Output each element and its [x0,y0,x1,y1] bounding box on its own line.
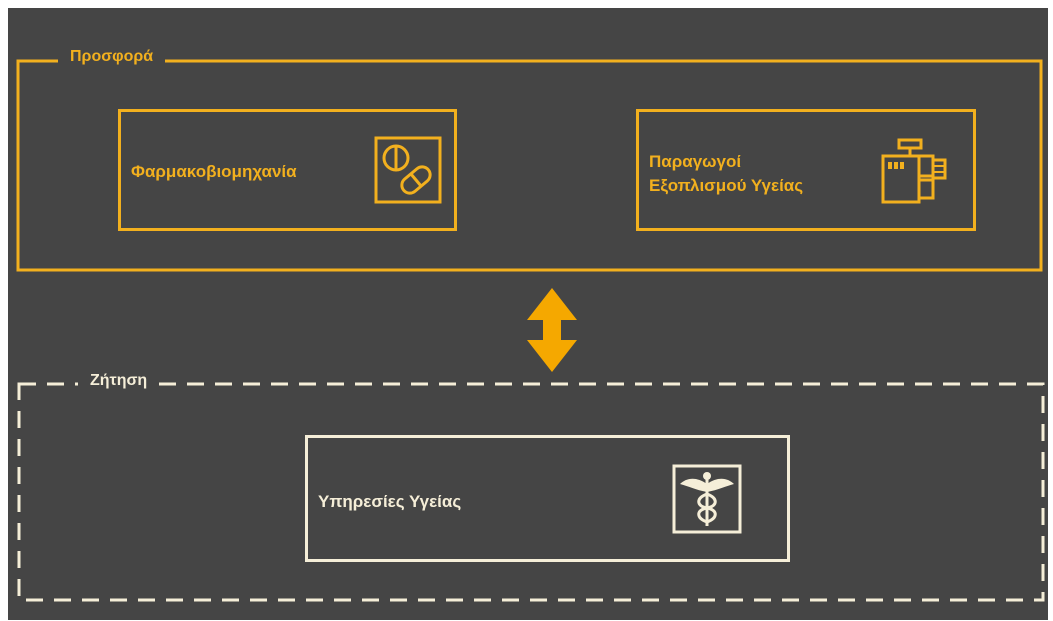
caduceus-icon [672,464,742,534]
pharma-industry-box: Φαρμακοβιομηχανία [118,109,457,231]
pills-icon [374,136,442,204]
demand-group-title: Ζήτηση [78,372,160,390]
diagram-canvas: Προσφορά Φαρμακοβιομηχανία Παραγωγοί Εξο… [8,8,1048,620]
equipment-manufacturers-label-line1: Παραγωγοί [649,152,742,171]
supply-group-title: Προσφορά [58,48,166,66]
diagram-frames [16,59,1045,602]
demand-group-frame [17,382,1045,602]
pharma-industry-label: Φαρμακοβιομηχανία [131,162,297,181]
equipment-manufacturers-box: Παραγωγοί Εξοπλισμού Υγείας [636,109,976,231]
health-services-label: Υπηρεσίες Υγείας [318,492,462,511]
equipment-manufacturers-label-line2: Εξοπλισμού Υγείας [649,176,804,195]
double-arrow-icon [527,288,577,372]
supply-group-frame [16,59,1043,272]
health-services-box: Υπηρεσίες Υγείας [305,435,790,562]
medical-equipment-icon [875,138,953,206]
